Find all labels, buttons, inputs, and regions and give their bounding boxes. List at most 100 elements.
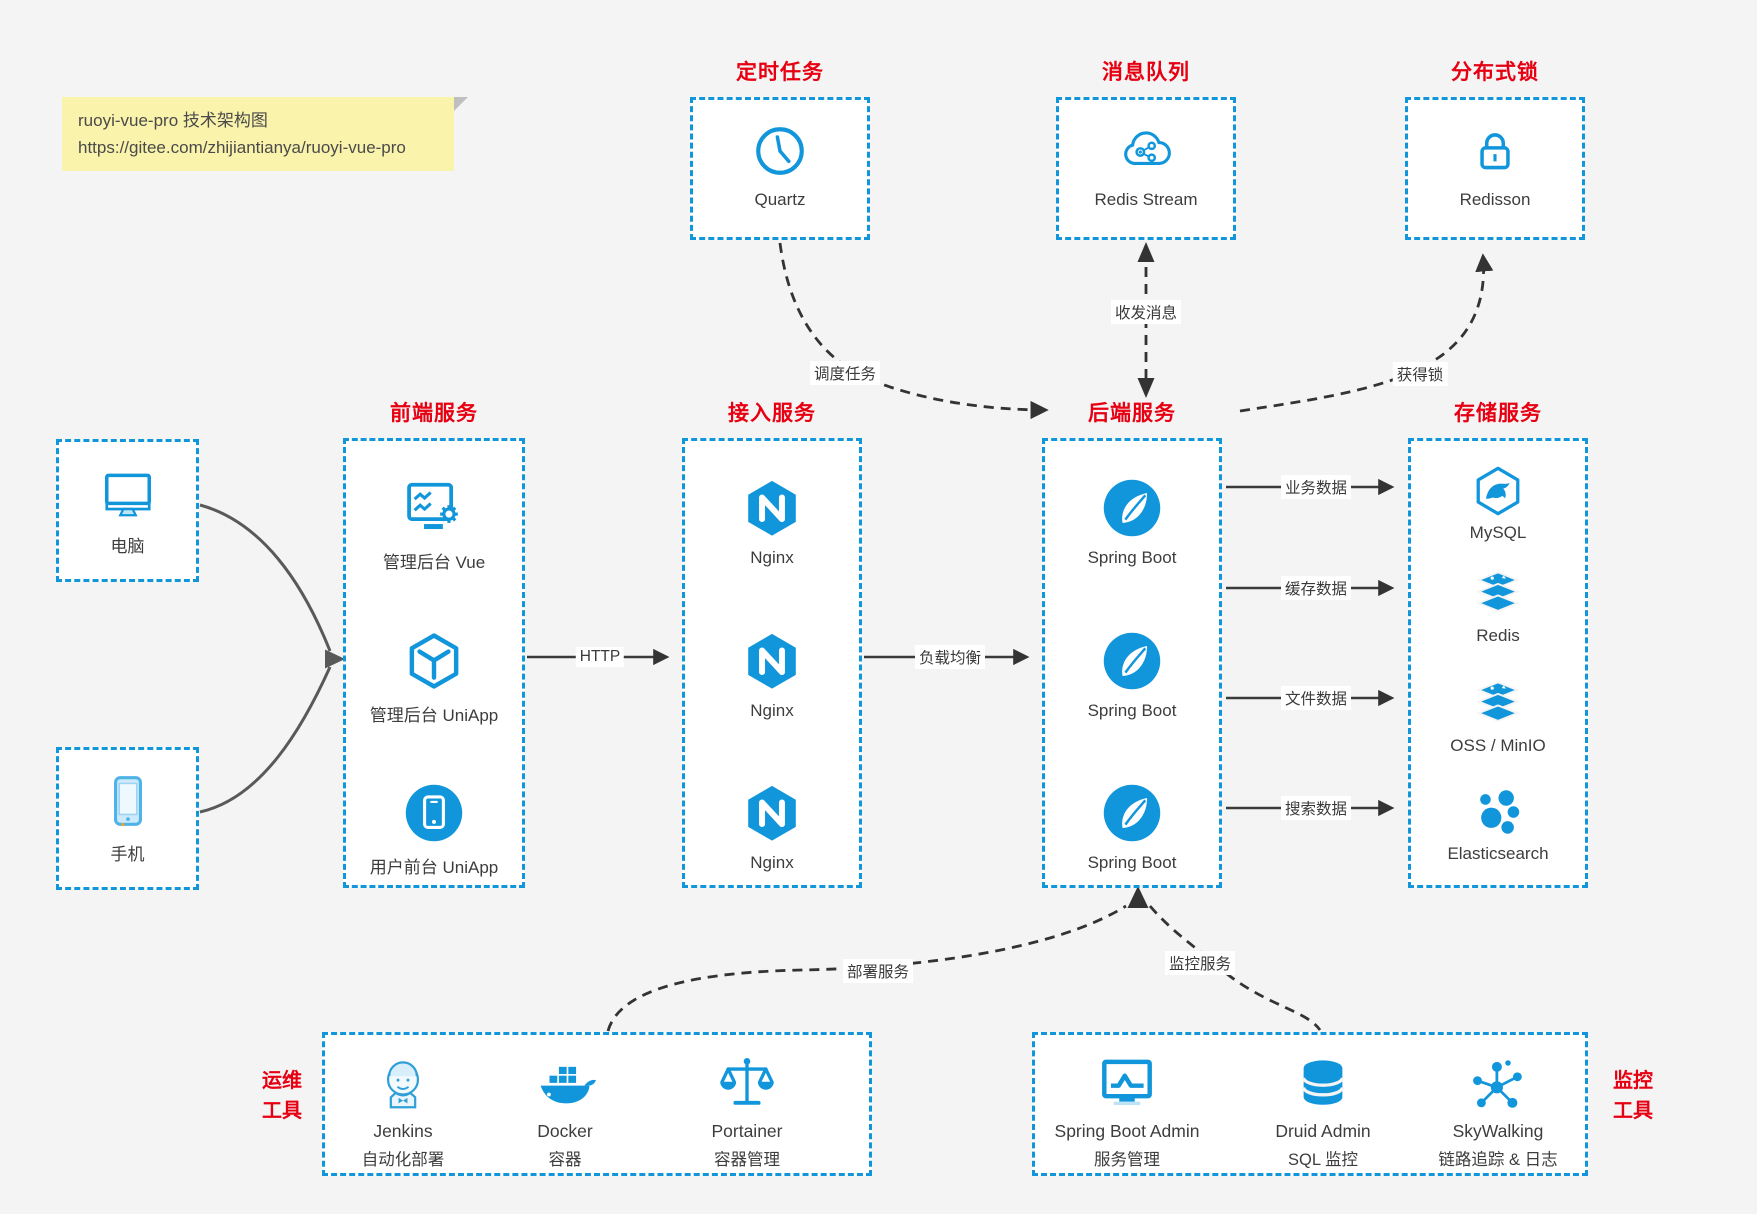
side-title-monitoring-line1: 监控 — [1613, 1070, 1653, 1092]
edge-phone-to-frontend — [199, 666, 332, 814]
group-title-storage: 存储服务 — [1454, 402, 1542, 425]
node-label-user-uniapp: 用户前台 UniApp — [369, 858, 499, 877]
edge-clients-arrowhead — [325, 649, 345, 669]
node-nginx-1: Nginx — [685, 477, 859, 568]
edge-label-monitor-service: 监控服务 — [1164, 951, 1236, 975]
node-label-docker: Docker — [537, 1121, 593, 1141]
node-springboot-3: Spring Boot — [1045, 782, 1219, 873]
node-sublabel-skywalking: 链路追踪 & 日志 — [1438, 1151, 1558, 1169]
group-backend-services: 后端服务 Spring Boot Spring Boot Spring Boot — [1042, 402, 1222, 888]
node-oss-minio: OSS / MinIO — [1411, 677, 1585, 756]
uniapp-cube-icon — [403, 630, 465, 692]
side-title-ops-line2: 工具 — [262, 1100, 302, 1122]
edge-label-cache-data: 缓存数据 — [1280, 576, 1352, 600]
desktop-icon — [99, 464, 157, 522]
node-label-oss-minio: OSS / MinIO — [1450, 736, 1546, 755]
group-title-frontend: 前端服务 — [390, 402, 478, 425]
note-title: ruoyi-vue-pro 技术架构图 — [78, 111, 268, 130]
side-title-ops-line1: 运维 — [262, 1070, 302, 1092]
cloud-message-icon — [1117, 122, 1175, 180]
node-label-springboot-admin: Spring Boot Admin — [1054, 1121, 1200, 1141]
docker-icon — [534, 1053, 596, 1115]
redis-icon — [1471, 567, 1525, 621]
edge-label-http: HTTP — [575, 647, 625, 667]
group-title-gateway: 接入服务 — [728, 402, 816, 425]
side-title-monitoring-line2: 工具 — [1613, 1100, 1653, 1122]
node-label-jenkins: Jenkins — [373, 1121, 433, 1141]
nginx-icon — [741, 477, 803, 539]
edge-message-arrowhead-bottom — [1137, 378, 1155, 398]
node-elasticsearch: Elasticsearch — [1411, 785, 1585, 864]
node-docker: Docker 容器 — [485, 1053, 645, 1170]
node-label-elasticsearch: Elasticsearch — [1447, 844, 1549, 863]
skywalking-icon — [1467, 1053, 1529, 1115]
group-message-queue: 消息队列 Redis Stream — [1056, 61, 1236, 240]
node-label-druid-admin: Druid Admin — [1275, 1121, 1371, 1141]
node-label-redisson: Redisson — [1459, 190, 1531, 209]
node-springboot-2: Spring Boot — [1045, 630, 1219, 721]
group-storage-services: 存储服务 MySQL Redis OSS / MinIO Elasticsear… — [1408, 402, 1588, 888]
node-label-nginx-2: Nginx — [750, 701, 794, 720]
sticky-note: ruoyi-vue-pro 技术架构图 https://gitee.com/zh… — [62, 97, 468, 171]
node-sublabel-springboot-admin: 服务管理 — [1094, 1151, 1160, 1169]
node-label-portainer: Portainer — [711, 1121, 783, 1141]
node-label-nginx-1: Nginx — [750, 548, 794, 567]
elasticsearch-icon — [1471, 785, 1525, 839]
node-label-pc: 电脑 — [110, 537, 145, 556]
edge-label-acquire-lock: 获得锁 — [1392, 362, 1448, 386]
mysql-icon — [1471, 464, 1525, 518]
oss-minio-icon — [1471, 677, 1525, 731]
node-mysql: MySQL — [1411, 464, 1585, 543]
side-title-monitoring: 监控 工具 — [1598, 1066, 1668, 1126]
group-title-mq: 消息队列 — [1102, 61, 1190, 84]
node-admin-vue: 管理后台 Vue — [346, 477, 522, 573]
edge-label-deploy-service: 部署服务 — [842, 959, 914, 983]
node-redis: Redis — [1411, 567, 1585, 646]
edge-label-business-data: 业务数据 — [1280, 475, 1352, 499]
node-jenkins: Jenkins 自动化部署 — [323, 1053, 483, 1170]
group-gateway-services: 接入服务 Nginx Nginx Nginx — [682, 402, 862, 888]
node-label-quartz: Quartz — [754, 190, 806, 209]
edge-pc-to-frontend — [199, 503, 332, 652]
node-admin-uniapp: 管理后台 UniApp — [346, 630, 522, 726]
edge-label-search-data: 搜索数据 — [1280, 796, 1352, 820]
jenkins-icon — [372, 1053, 434, 1115]
nginx-icon — [741, 630, 803, 692]
node-springboot-admin: Spring Boot Admin 服务管理 — [1027, 1053, 1227, 1170]
spring-boot-icon — [1101, 630, 1163, 692]
group-ops-tools: Jenkins 自动化部署 Docker 容器 Portainer 容器管理 — [322, 1032, 872, 1176]
spring-boot-icon — [1101, 782, 1163, 844]
node-label-springboot-3: Spring Boot — [1087, 853, 1177, 872]
edge-label-send-receive-message: 收发消息 — [1110, 300, 1182, 324]
note-url: https://gitee.com/zhijiantianya/ruoyi-vu… — [78, 138, 406, 157]
node-label-phone: 手机 — [110, 845, 145, 864]
node-label-admin-vue: 管理后台 Vue — [382, 553, 486, 572]
nginx-icon — [741, 782, 803, 844]
node-portainer: Portainer 容器管理 — [667, 1053, 827, 1170]
node-sublabel-portainer: 容器管理 — [714, 1151, 780, 1169]
node-sublabel-docker: 容器 — [548, 1151, 582, 1169]
group-distributed-lock: 分布式锁 Redisson — [1405, 61, 1585, 240]
node-sublabel-druid-admin: SQL 监控 — [1288, 1151, 1358, 1169]
node-label-springboot-2: Spring Boot — [1087, 701, 1177, 720]
node-label-redis-stream: Redis Stream — [1094, 190, 1198, 209]
node-user-uniapp: 用户前台 UniApp — [346, 782, 522, 878]
group-title-lock: 分布式锁 — [1451, 61, 1539, 84]
edge-label-file-data: 文件数据 — [1280, 686, 1352, 710]
node-label-mysql: MySQL — [1469, 523, 1527, 542]
admin-vue-icon — [403, 477, 465, 539]
node-druid-admin: Druid Admin SQL 监控 — [1223, 1053, 1423, 1170]
group-title-backend: 后端服务 — [1088, 402, 1176, 425]
edge-acquire-lock-curve — [1239, 253, 1494, 413]
spring-boot-icon — [1101, 477, 1163, 539]
node-label-springboot-1: Spring Boot — [1087, 548, 1177, 567]
node-label-skywalking: SkyWalking — [1452, 1121, 1544, 1141]
edge-message-arrowhead-top — [1137, 242, 1155, 262]
node-label-redis: Redis — [1476, 626, 1520, 645]
edge-backend-up-arrowhead — [1127, 886, 1149, 908]
node-label-nginx-3: Nginx — [750, 853, 794, 872]
druid-icon — [1292, 1053, 1354, 1115]
group-scheduled-task: 定时任务 Quartz — [690, 61, 870, 240]
group-title-scheduled: 定时任务 — [736, 61, 824, 84]
